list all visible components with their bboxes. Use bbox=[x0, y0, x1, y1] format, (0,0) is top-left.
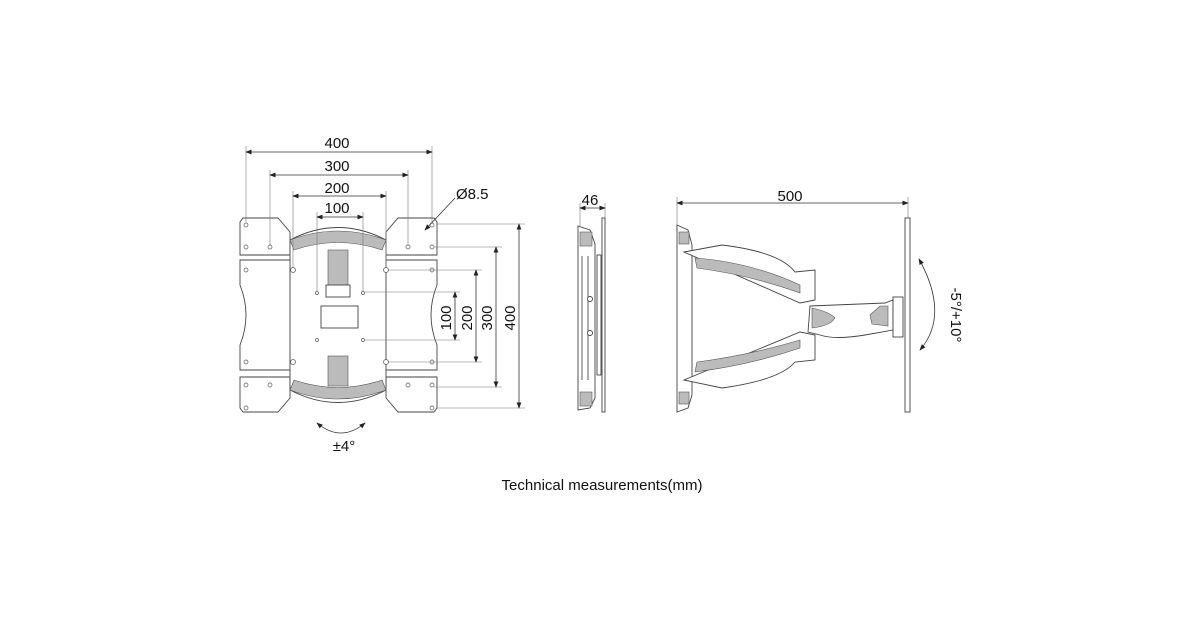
depth-dim-46: 46 bbox=[582, 192, 599, 209]
extension-dim-500: 500 bbox=[777, 188, 802, 205]
hole-diameter-label: Ø8.5 bbox=[456, 186, 489, 203]
width-dim-100: 100 bbox=[324, 200, 349, 217]
height-dim-400: 400 bbox=[502, 305, 519, 330]
height-dim-200: 200 bbox=[459, 305, 476, 330]
width-dim-200: 200 bbox=[324, 180, 349, 197]
tilt-range-label: -5°/+10° bbox=[947, 288, 964, 343]
height-dim-100: 100 bbox=[438, 305, 455, 330]
rotation-arc-icon bbox=[316, 422, 366, 434]
height-dim-300: 300 bbox=[479, 305, 496, 330]
caption: Technical measurements(mm) bbox=[502, 477, 703, 494]
width-dim-300: 300 bbox=[324, 158, 349, 175]
front-view: 400 300 200 100 Ø8.5 100 200 300 400 ±4° bbox=[239, 135, 525, 455]
width-dim-400: 400 bbox=[324, 135, 349, 152]
tilt-arc-icon bbox=[918, 258, 936, 351]
side-view: 46 bbox=[577, 192, 606, 413]
arm-extended-view: 500 -5°/+10° bbox=[676, 188, 964, 413]
rotation-label: ±4° bbox=[333, 438, 356, 455]
